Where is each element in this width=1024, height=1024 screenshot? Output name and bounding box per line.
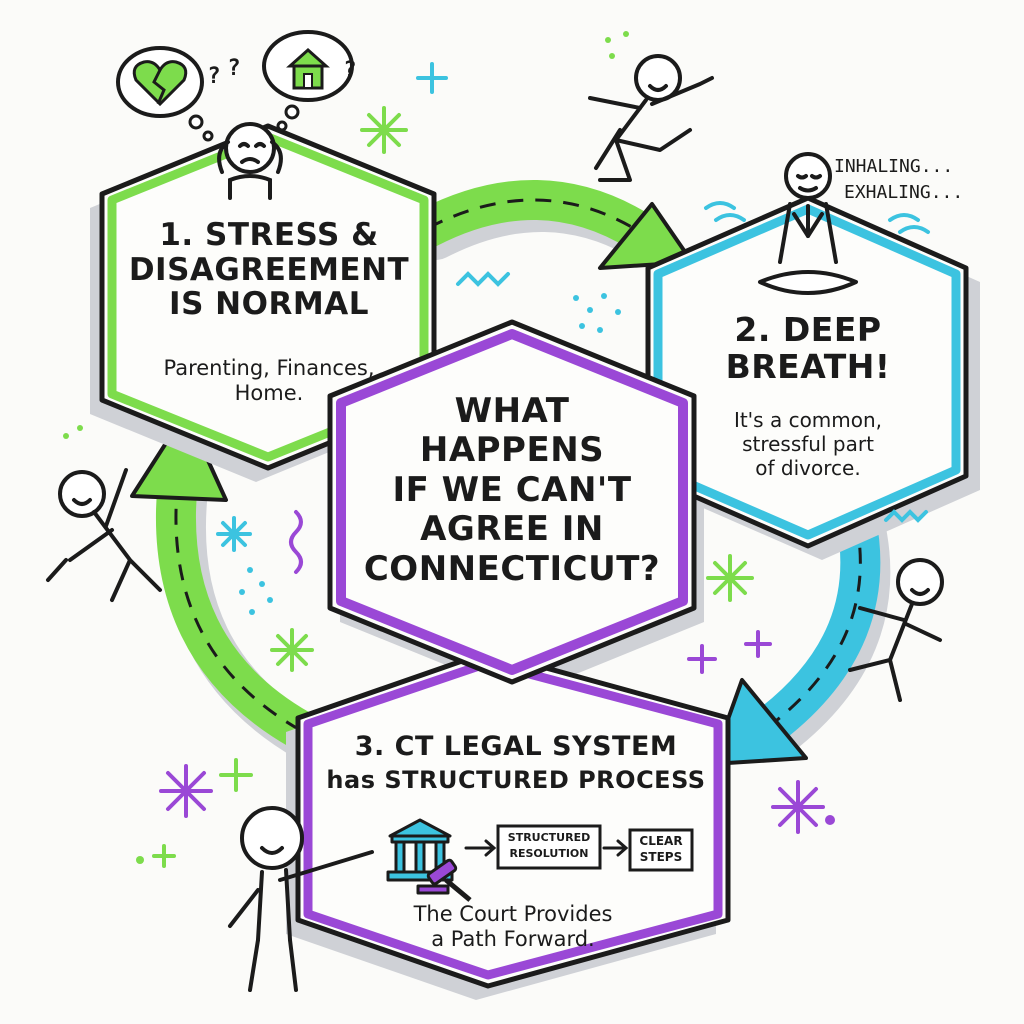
step2-detail: It's a common, stressful part of divorce… — [676, 408, 940, 480]
process-box2-line2: STEPS — [639, 849, 683, 864]
process-box2-line1: CLEAR — [639, 834, 683, 848]
center-line2: HAPPENS — [419, 430, 605, 471]
center-line5: CONNECTICUT? — [363, 548, 661, 589]
process-box-structured-resolution — [496, 824, 602, 870]
process-box1-line2: RESOLUTION — [509, 846, 589, 860]
step3-detail: The Court Provides a Path Forward. — [360, 902, 666, 952]
step3-detail-line2: a Path Forward. — [431, 927, 595, 952]
courthouse-icon — [386, 818, 454, 882]
process-box1-label: STRUCTURED RESOLUTION — [498, 830, 600, 862]
center-hexagon — [327, 319, 697, 685]
step2-title: 2. DEEP BREATH! — [668, 310, 948, 386]
step1-title: 1. STRESS & DISAGREEMENT IS NORMAL — [110, 218, 428, 322]
step1-detail-line2: Home. — [234, 381, 304, 406]
step1-detail: Parenting, Finances, Home. — [126, 356, 412, 406]
center-line3: IF WE CAN'T — [392, 469, 632, 510]
climbing-figure-right — [848, 558, 944, 702]
step1-title-line3: IS NORMAL — [169, 286, 369, 323]
leaping-figure — [588, 54, 714, 182]
broken-heart-icon — [132, 60, 188, 107]
step3-title: 3. CT LEGAL SYSTEM has STRUCTURED PROCES… — [306, 730, 726, 795]
question-mark-1: ? — [207, 64, 221, 89]
pointing-figure — [228, 806, 374, 992]
center-question: WHAT HAPPENS IF WE CAN'T AGREE IN CONNEC… — [348, 391, 676, 589]
step2-title-line1: DEEP — [782, 310, 882, 349]
step1-title-line2: DISAGREEMENT — [128, 251, 410, 288]
inhale-text: INHALING... — [834, 156, 954, 177]
falling-figure-left — [46, 468, 162, 602]
process-box1-line1: STRUCTURED — [507, 831, 591, 844]
step2-title-line2: BREATH! — [725, 346, 891, 386]
step2-detail-line2: stressful part — [742, 432, 874, 456]
meditating-figure — [758, 152, 858, 295]
stressed-figure — [217, 122, 283, 200]
center-line4: AGREE IN — [420, 509, 604, 550]
step3-title-line1: CT LEGAL SYSTEM — [394, 731, 678, 762]
arrow-step2-to-step3 — [710, 500, 891, 766]
step2-detail-line3: of divorce. — [755, 456, 861, 480]
question-mark-2: ? — [227, 56, 241, 81]
exhale-text: EXHALING... — [844, 182, 964, 203]
gavel-icon — [416, 858, 472, 902]
step1-title-line1: STRESS & — [205, 217, 379, 253]
house-icon — [286, 47, 330, 90]
arrow-step1-to-step2 — [408, 180, 694, 270]
arrow-right-icon — [464, 839, 629, 857]
process-box2-label: CLEAR STEPS — [630, 834, 692, 865]
process-box-clear-steps — [628, 828, 694, 872]
step3-number: 3. — [354, 731, 385, 762]
decorations — [63, 31, 930, 868]
step1-detail-line1: Parenting, Finances, — [163, 356, 375, 380]
step3-detail-line1: The Court Provides — [413, 902, 613, 926]
step2-detail-line1: It's a common, — [733, 408, 883, 432]
center-line1: WHAT — [454, 391, 570, 431]
question-mark-3: ? — [343, 58, 357, 83]
step1-number: 1. — [159, 217, 194, 253]
step2-number: 2. — [734, 310, 771, 349]
arrow-step3-to-step1 — [130, 410, 330, 762]
step3-title-line2: has STRUCTURED PROCESS — [326, 765, 706, 794]
